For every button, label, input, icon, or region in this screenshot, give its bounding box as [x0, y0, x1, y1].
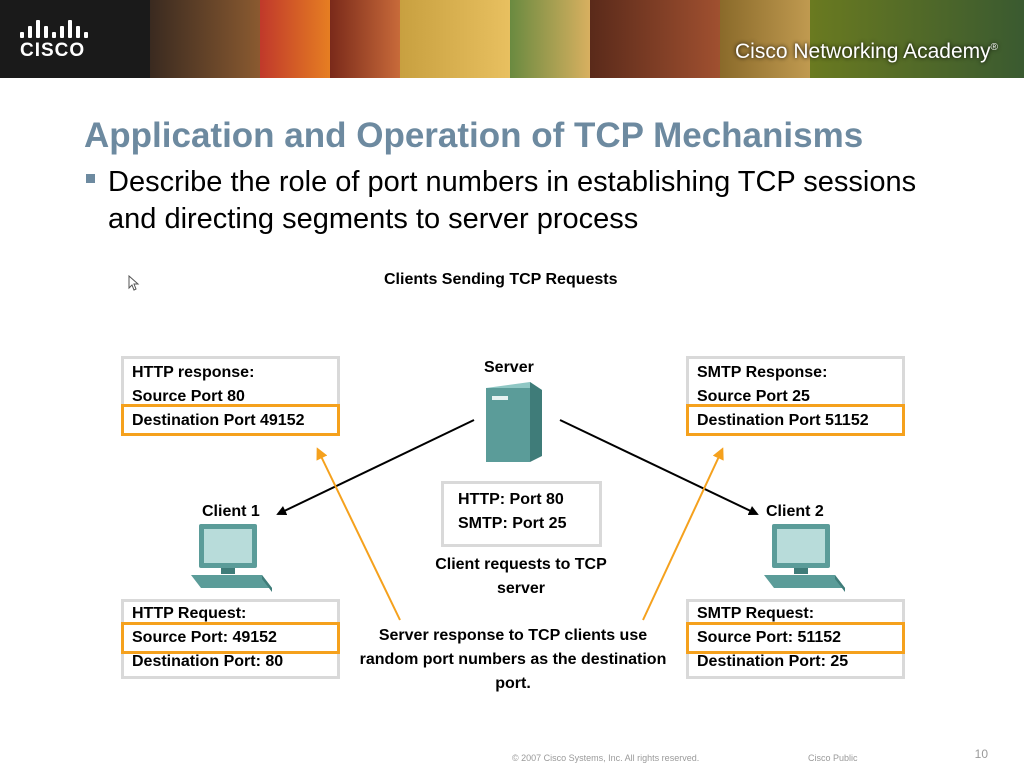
classification-text: Cisco Public — [808, 753, 858, 763]
smtp-request-destination-port: Destination Port: 25 — [697, 653, 849, 670]
orange-arrow-right — [642, 447, 724, 621]
server-to-client1-arrow — [276, 419, 475, 516]
response-caption: Server response to TCP clients use rando… — [359, 627, 667, 692]
server-label: Server — [484, 359, 534, 376]
http-request-source-port: Source Port: 49152 — [132, 629, 277, 646]
http-request-heading: HTTP Request: — [132, 605, 247, 622]
server-ports-box: HTTP: Port 80 SMTP: Port 25 — [441, 481, 602, 547]
cisco-logo: CISCO — [14, 14, 94, 64]
smtp-response-heading: SMTP Response: — [697, 364, 828, 381]
smtp-response-source-port: Source Port 25 — [697, 388, 810, 405]
http-response-destination-port: Destination Port 49152 — [132, 412, 305, 429]
requests-caption: Client requests to TCP server — [435, 556, 607, 597]
http-response-box: HTTP response: Source Port 80 Destinatio… — [121, 356, 340, 436]
client1-computer-icon — [191, 524, 272, 592]
bullet-square-icon — [86, 174, 95, 183]
smtp-response-destination-port: Destination Port 51152 — [697, 412, 869, 429]
http-response-heading: HTTP response: — [132, 364, 255, 381]
academy-title: Cisco Networking Academy® — [735, 40, 998, 63]
smtp-response-highlight — [686, 404, 905, 436]
banner-photo-3 — [330, 0, 400, 78]
banner-photo-6 — [590, 0, 720, 78]
smtp-response-box: SMTP Response: Source Port 25 Destinatio… — [686, 356, 905, 436]
http-request-destination-port: Destination Port: 80 — [132, 653, 284, 670]
server-http-port: HTTP: Port 80 — [458, 491, 564, 508]
slide-title: Application and Operation of TCP Mechani… — [84, 116, 864, 155]
cisco-logo-text: CISCO — [20, 40, 86, 61]
diagram-title: Clients Sending TCP Requests — [384, 271, 618, 288]
server-icon — [486, 382, 542, 462]
server-to-client2-arrow — [559, 419, 759, 516]
smtp-request-heading: SMTP Request: — [697, 605, 815, 622]
client2-computer-icon — [764, 524, 845, 592]
page-number: 10 — [974, 747, 988, 761]
banner-photo-8 — [810, 0, 1024, 78]
http-request-box: HTTP Request: Source Port: 49152 Destina… — [121, 599, 340, 679]
cisco-bridge-icon — [20, 16, 90, 38]
client2-label: Client 2 — [766, 503, 824, 520]
banner-photo-4 — [400, 0, 510, 78]
http-response-highlight — [121, 404, 340, 436]
banner-photo-5 — [510, 0, 590, 78]
copyright-text: © 2007 Cisco Systems, Inc. All rights re… — [512, 753, 700, 763]
mouse-cursor-icon — [128, 275, 140, 291]
orange-arrow-left — [316, 447, 401, 621]
smtp-request-source-port: Source Port: 51152 — [697, 629, 842, 646]
http-request-highlight — [121, 622, 340, 654]
header-banner: CISCO Cisco Networking Academy® — [0, 0, 1024, 78]
smtp-request-box: SMTP Request: Source Port: 51152 Destina… — [686, 599, 905, 679]
smtp-request-highlight — [686, 622, 905, 654]
banner-photo-7 — [720, 0, 810, 78]
banner-photo-1 — [150, 0, 260, 78]
banner-photo-2 — [260, 0, 330, 78]
client1-label: Client 1 — [202, 503, 260, 520]
bullet-text: Describe the role of port numbers in est… — [108, 166, 917, 235]
server-smtp-port: SMTP: Port 25 — [458, 515, 567, 532]
http-response-source-port: Source Port 80 — [132, 388, 245, 405]
